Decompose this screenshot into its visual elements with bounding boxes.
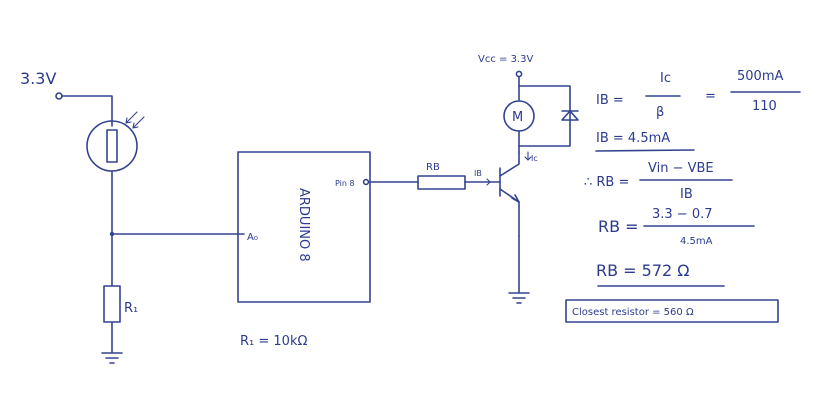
- supply-wire: [61, 95, 113, 127]
- ib-formula-den2: 110: [752, 99, 777, 114]
- ground-icon-2: [508, 292, 530, 304]
- analog-pin-label: A₀: [247, 232, 258, 243]
- r1-label: R₁: [124, 301, 138, 316]
- r1-value: R₁ = 10kΩ: [240, 334, 307, 349]
- motor-label: M: [512, 110, 523, 125]
- arduino-board: A₀ ARDUINO 8 Pin 8: [237, 151, 371, 303]
- closest-resistor-box: [565, 299, 779, 323]
- resistor-r1: [103, 285, 121, 323]
- ib-formula-lhs: IB =: [596, 93, 624, 108]
- arduino-box: [237, 151, 371, 303]
- ldr-icon: [86, 111, 145, 172]
- closest-resistor: Closest resistor = 560 Ω: [572, 307, 694, 318]
- rb-result: RB = 572 Ω: [596, 261, 690, 280]
- rb-formula-den2: 4.5mA: [680, 236, 713, 247]
- ib-result: IB = 4.5mA: [596, 131, 670, 146]
- supply-label: 3.3V: [20, 69, 56, 88]
- motor-icon: M: [503, 100, 535, 132]
- ground-icon: [101, 352, 123, 364]
- vcc-terminal: [515, 70, 523, 78]
- resistor-rb: [417, 175, 466, 190]
- ic-label: Ic: [531, 154, 538, 163]
- arduino-label: ARDUINO 8: [296, 188, 311, 262]
- npn-transistor-icon: [499, 151, 520, 237]
- ib-label: IB: [474, 169, 482, 178]
- rb-formula-lhs: ∴ RB =: [584, 175, 629, 190]
- rb-formula-lhs2: RB =: [598, 217, 639, 236]
- rb-formula-den: IB: [680, 187, 693, 202]
- ic-arrow-icon: [524, 151, 532, 161]
- ib-formula-num: Ic: [660, 71, 671, 86]
- ldr-divider-circuit: 3.3V R₁ R₁ = 10kΩ: [20, 69, 307, 364]
- ib-formula-num2: 500mA: [737, 69, 783, 84]
- ib-equals: =: [705, 89, 716, 104]
- rb-label: RB: [426, 162, 440, 173]
- supply-terminal: [55, 92, 63, 100]
- ib-result-underline: [595, 149, 695, 152]
- vcc-label: Vcc = 3.3V: [478, 54, 533, 65]
- pin8-label: Pin 8: [335, 179, 355, 188]
- ib-arrow-icon: [483, 178, 491, 186]
- rb-formula-num2: 3.3 − 0.7: [652, 207, 713, 222]
- flyback-diode-icon: [518, 85, 579, 147]
- transistor-circuit: RB IB Ic Vcc = 3.3V M: [368, 54, 579, 304]
- rb-formula-num: Vin − VBE: [648, 161, 714, 176]
- ib-formula-den: β: [656, 105, 664, 120]
- pin8-terminal: [362, 178, 370, 186]
- calculations: IB = Ic β = 500mA 110 IB = 4.5mA ∴ RB = …: [565, 69, 801, 323]
